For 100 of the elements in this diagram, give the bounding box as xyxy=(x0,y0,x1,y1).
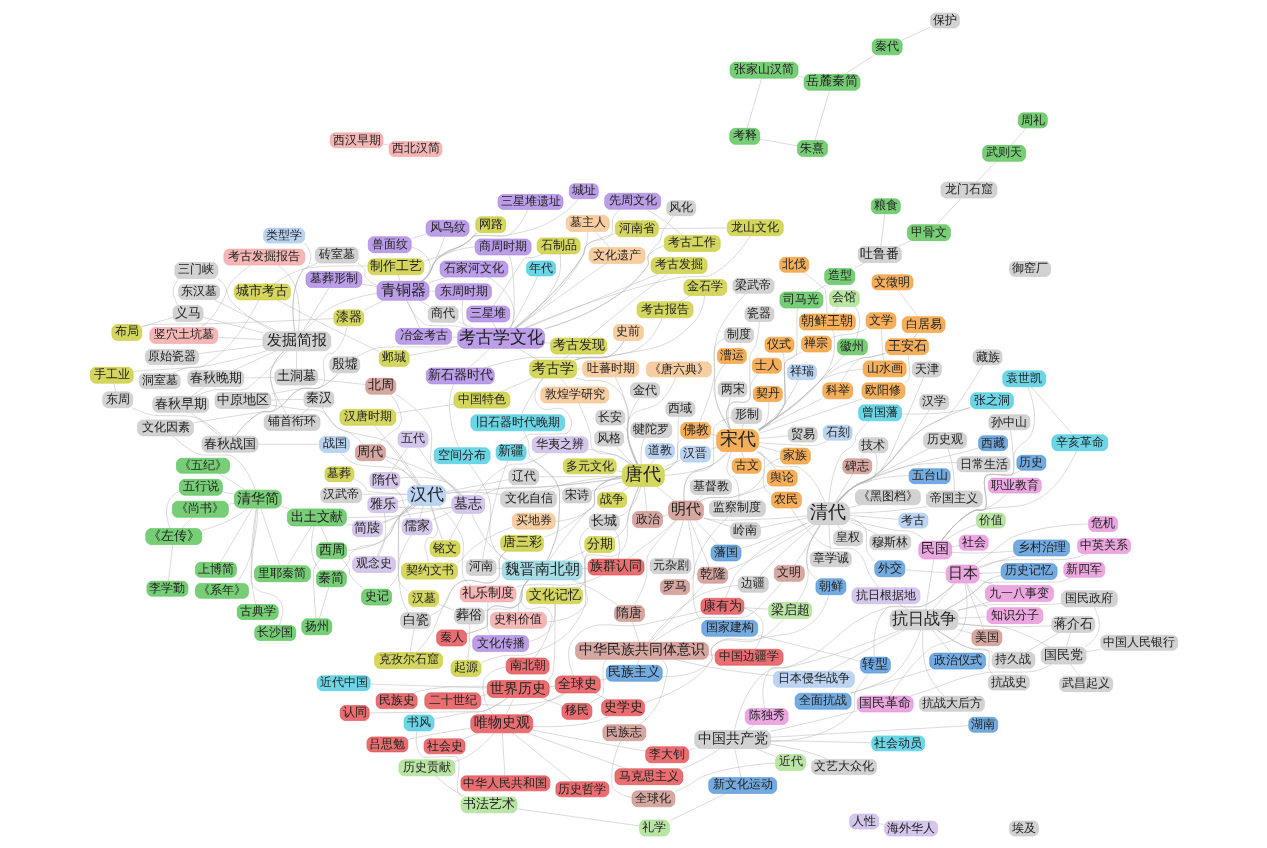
node-box: 文化因素 xyxy=(136,419,194,436)
connector xyxy=(663,459,681,467)
node-box: 宋诗 xyxy=(561,487,592,503)
node-box: 农民 xyxy=(770,491,802,508)
node-box: 藩国 xyxy=(710,544,741,561)
node-box: 国民革命 xyxy=(856,695,913,712)
connector xyxy=(620,485,630,493)
connector xyxy=(559,377,568,387)
node-box: 买地券 xyxy=(511,512,556,529)
node-box: 五台山 xyxy=(908,467,950,484)
node-box: 禅宗 xyxy=(800,335,832,352)
node-box: 河南 xyxy=(465,558,496,576)
node-box: 形制 xyxy=(730,406,762,424)
node-box: 社会史 xyxy=(423,738,465,754)
node-box: 石制品 xyxy=(536,237,580,254)
connector xyxy=(300,406,310,415)
node-box: 元杂剧 xyxy=(649,557,691,574)
node-box: 唐三彩 xyxy=(499,534,544,552)
node-box: 文学 xyxy=(865,311,896,329)
node-box: 日常生活 xyxy=(956,455,1010,472)
node-box: 人性 xyxy=(848,813,879,829)
node-box: 唯物史观 xyxy=(469,714,533,733)
node-box: 贸易 xyxy=(787,426,817,442)
node-box: 九一八事变 xyxy=(984,584,1054,602)
connector xyxy=(567,610,701,676)
connector xyxy=(548,685,556,687)
node-box: 五行说 xyxy=(178,478,223,496)
node-box: 北周 xyxy=(364,377,396,394)
node-box: 史前 xyxy=(612,323,644,341)
connector xyxy=(303,292,377,332)
node-box: 《左传》 xyxy=(145,527,202,545)
node-box: 康有为 xyxy=(700,597,744,615)
node-box: 东周时期 xyxy=(434,282,492,300)
node-box: 外交 xyxy=(874,559,905,577)
node-box: 原始瓷器 xyxy=(144,348,199,365)
node-box: 抗日战争 xyxy=(889,609,958,630)
node-box: 近代中国 xyxy=(316,674,370,691)
node-box: 城市考古 xyxy=(233,283,291,300)
node-box: 周礼 xyxy=(1017,112,1048,128)
node-box: 祥瑞 xyxy=(786,363,817,380)
connector xyxy=(707,653,716,656)
node-box: 朝鲜王朝 xyxy=(798,313,856,330)
node-box: 士人 xyxy=(751,357,782,373)
node-box: 隋唐 xyxy=(613,604,645,622)
node-box: 粮食 xyxy=(870,197,901,214)
node-box: 《尚书》 xyxy=(171,500,229,518)
node-box: 转型 xyxy=(859,656,891,673)
node-box: 西域 xyxy=(665,400,695,417)
node-box: 文徵明 xyxy=(871,274,913,290)
node-box: 危机 xyxy=(1087,515,1118,532)
node-box: 新四军 xyxy=(1063,561,1105,578)
connector xyxy=(678,294,691,302)
node-box: 空间分布 xyxy=(433,446,490,464)
connector xyxy=(227,502,235,505)
connector xyxy=(480,693,487,696)
node-box: 明代 xyxy=(667,500,704,520)
node-box: 知识分子 xyxy=(986,606,1043,624)
node-box: 考古发掘报告 xyxy=(223,248,305,265)
node-box: 武昌起义 xyxy=(1058,675,1113,692)
node-box: 马克思主义 xyxy=(614,767,683,785)
node-box: 认同 xyxy=(339,704,369,721)
connector xyxy=(688,747,695,750)
node-box: 王安石 xyxy=(884,337,929,355)
node-box: 战争 xyxy=(596,491,627,508)
node-box: 砖室墓 xyxy=(314,246,358,263)
node-box: 史记 xyxy=(360,588,392,605)
node-box: 考古发掘 xyxy=(650,256,707,274)
node-box: 佛教 xyxy=(679,421,711,439)
node-box: 价值 xyxy=(975,512,1006,528)
connector xyxy=(850,628,921,694)
node-box: 朝鲜 xyxy=(815,577,846,595)
connector xyxy=(896,239,911,247)
node-box: 中原地区 xyxy=(214,391,271,409)
node-box: 竖穴土坑墓 xyxy=(149,326,218,344)
node-box: 社会 xyxy=(958,534,989,550)
node-box: 武则天 xyxy=(981,144,1026,162)
node-box: 帝国主义 xyxy=(925,490,983,507)
node-box: 石刻 xyxy=(822,424,852,440)
connector xyxy=(599,677,606,680)
node-box: 二十世纪 xyxy=(424,692,481,709)
node-box: 孙中山 xyxy=(988,413,1030,430)
node-box: 甲骨文 xyxy=(906,223,951,241)
node-box: 克孜尔石窟 xyxy=(373,651,443,669)
node-box: 礼学 xyxy=(638,819,670,836)
node-box: 李学勤 xyxy=(146,580,188,596)
node-box: 春秋早期 xyxy=(152,395,209,413)
node-box: 岳麓秦简 xyxy=(803,73,860,91)
node-box: 白居易 xyxy=(901,315,945,333)
node-box: 清代 xyxy=(806,501,850,525)
node-box: 犍陀罗 xyxy=(630,421,672,438)
node-box: 手工业 xyxy=(89,366,134,383)
node-box: 长城 xyxy=(588,513,620,530)
node-box: 墓葬 xyxy=(324,465,354,482)
node-box: 民族史 xyxy=(375,692,417,709)
node-box: 日本 xyxy=(945,564,979,583)
node-box: 商周时期 xyxy=(474,238,531,255)
node-box: 考古学 xyxy=(528,359,577,378)
node-box: 文化遗产 xyxy=(588,246,645,264)
node-box: 抗战大后方 xyxy=(918,695,985,712)
connector xyxy=(613,485,639,539)
